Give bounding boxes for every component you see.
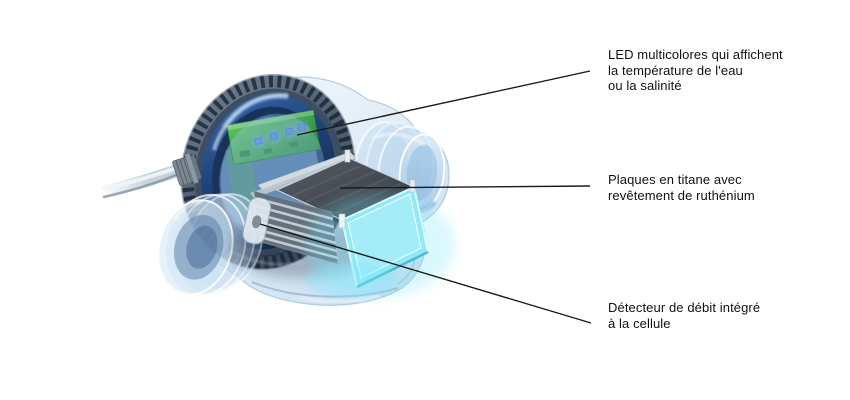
led-indicators bbox=[252, 121, 309, 147]
flow-sensor-port bbox=[252, 215, 262, 229]
annotation-label-led: LED multicolores qui affichent la tempér… bbox=[608, 47, 783, 93]
annotation-label-plates: Plaques en titane avec revêtement de rut… bbox=[608, 172, 755, 203]
leader-line-led bbox=[296, 70, 591, 136]
annotation-label-flow: Détecteur de débit intégré à la cellule bbox=[608, 300, 761, 331]
leader-line-plates bbox=[339, 185, 591, 189]
leader-line-flow bbox=[259, 223, 592, 324]
led-circuit-board bbox=[225, 109, 321, 213]
power-cable bbox=[95, 152, 202, 199]
cable-gland bbox=[172, 152, 202, 187]
glass-highlights bbox=[299, 132, 426, 304]
leader-lines bbox=[259, 70, 592, 324]
titanium-plate-stack bbox=[230, 149, 455, 298]
flow-sensor-bracket bbox=[242, 197, 272, 245]
